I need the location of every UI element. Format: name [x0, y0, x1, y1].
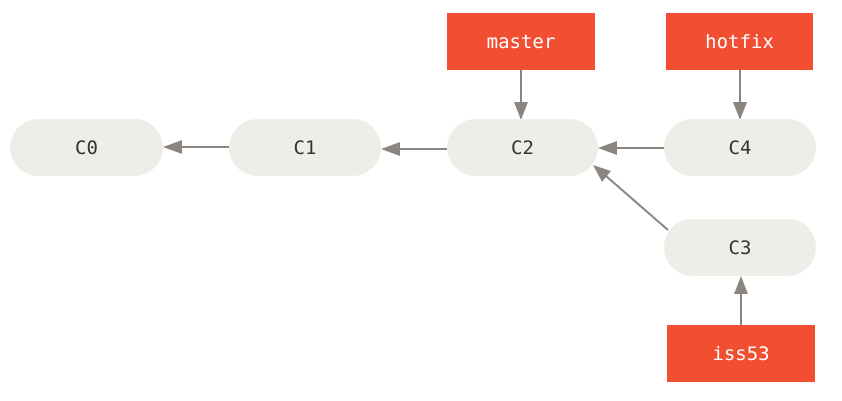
commit-node-c2: C2	[447, 119, 598, 176]
branch-label-iss53: iss53	[667, 325, 815, 382]
commit-label: C4	[729, 137, 752, 159]
commit-node-c4: C4	[664, 119, 816, 176]
branch-label-master: master	[447, 13, 595, 70]
branch-label-hotfix: hotfix	[666, 13, 813, 70]
commit-label: C1	[294, 137, 317, 159]
edge-master-to-c2	[514, 70, 528, 120]
edge-c3-to-c2	[593, 165, 669, 231]
edge-c4-to-c2	[598, 141, 664, 155]
branch-name: iss53	[712, 343, 769, 365]
branch-name: master	[487, 31, 556, 53]
commit-label: C2	[511, 137, 534, 159]
edge-iss53-to-c3	[734, 276, 748, 325]
commit-node-c1: C1	[229, 119, 381, 176]
edge-hotfix-to-c4	[733, 70, 747, 120]
commit-node-c3: C3	[664, 219, 816, 276]
commit-node-c0: C0	[10, 119, 163, 176]
edge-c1-to-c0	[163, 140, 229, 154]
commit-label: C3	[729, 237, 752, 259]
edge-c2-to-c1	[381, 142, 447, 156]
branch-name: hotfix	[705, 31, 774, 53]
commit-label: C0	[75, 137, 98, 159]
